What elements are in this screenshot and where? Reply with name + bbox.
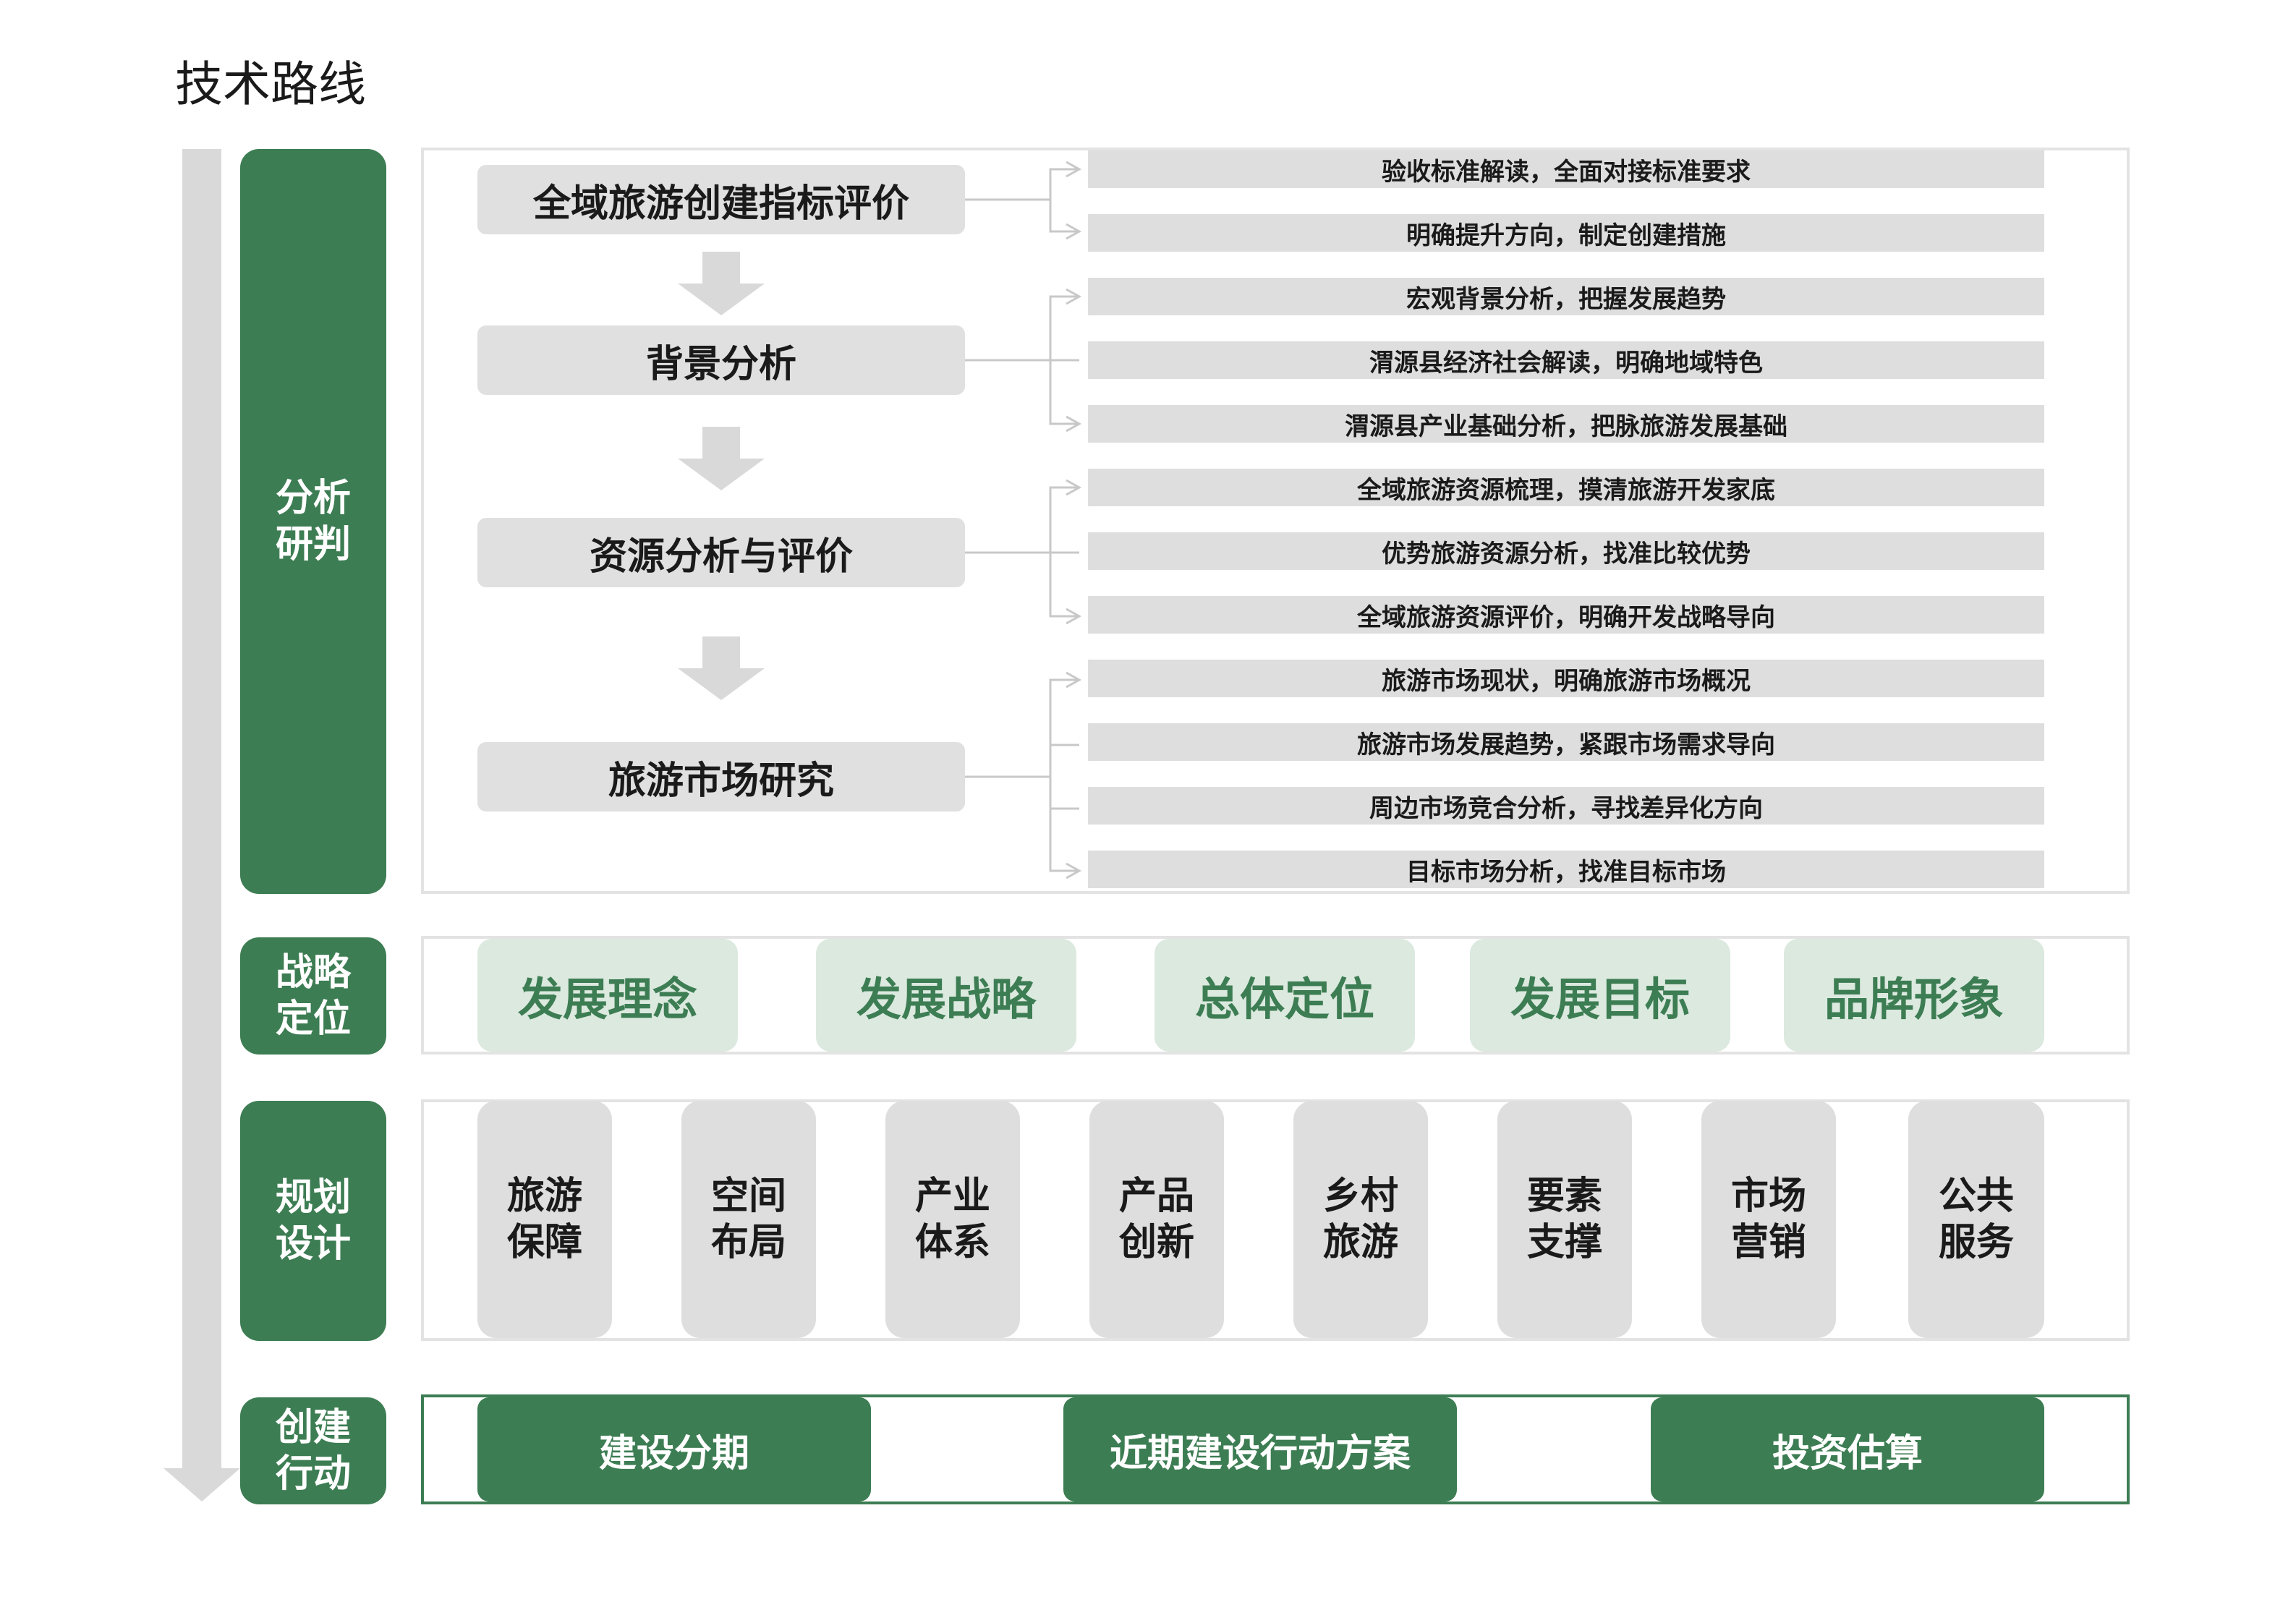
positioning-frame	[421, 936, 2130, 1055]
phase-analysis-label: 分析 研判	[275, 477, 351, 566]
positioning-item-brand: 品牌形象	[1784, 939, 2044, 1052]
down-arrow-icon	[678, 427, 765, 490]
analysis-item: 宏观背景分析，把握发展趋势	[1088, 278, 2044, 315]
planning-item: 产品 创新	[1089, 1101, 1224, 1338]
analysis-item: 目标市场分析，找准目标市场	[1088, 851, 2044, 888]
positioning-item-overall: 总体定位	[1155, 939, 1415, 1052]
action-frame	[421, 1394, 2130, 1504]
planning-item: 旅游 保障	[477, 1101, 612, 1338]
planning-item: 要素 支撑	[1497, 1101, 1632, 1338]
planning-frame	[421, 1099, 2130, 1341]
planning-item-label: 乡村 旅游	[1322, 1175, 1398, 1264]
planning-item-label: 产品 创新	[1118, 1175, 1194, 1264]
positioning-item-concept: 发展理念	[477, 939, 738, 1052]
planning-item-label: 要素 支撑	[1526, 1175, 1602, 1264]
planning-item: 乡村 旅游	[1293, 1101, 1428, 1338]
positioning-item-goal: 发展目标	[1470, 939, 1730, 1052]
analysis-item: 渭源县经济社会解读，明确地域特色	[1088, 341, 2044, 379]
analysis-item: 验收标准解读，全面对接标准要求	[1088, 150, 2044, 188]
analysis-item: 全域旅游资源评价，明确开发战略导向	[1088, 596, 2044, 634]
action-item-phasing: 建设分期	[477, 1397, 871, 1501]
analysis-item: 旅游市场现状，明确旅游市场概况	[1088, 660, 2044, 697]
analysis-item: 周边市场竞合分析，寻找差异化方向	[1088, 787, 2044, 825]
phase-positioning-label: 战略 定位	[275, 951, 351, 1041]
action-item-investment: 投资估算	[1651, 1397, 2044, 1501]
page-title: 技术路线	[175, 56, 366, 112]
phase-planning: 规划 设计	[240, 1101, 386, 1341]
phase-action-label: 创建 行动	[275, 1406, 351, 1496]
phase-action: 创建 行动	[240, 1397, 386, 1504]
step-background-analysis: 背景分析	[477, 325, 965, 395]
phase-positioning: 战略 定位	[240, 937, 386, 1055]
planning-item: 空间 布局	[681, 1101, 816, 1338]
flow-arrow-shaft	[182, 149, 221, 1473]
planning-item: 市场 营销	[1701, 1101, 1836, 1338]
phase-planning-label: 规划 设计	[275, 1176, 351, 1266]
down-arrow-icon	[678, 252, 765, 315]
analysis-item: 旅游市场发展趋势，紧跟市场需求导向	[1088, 723, 2044, 761]
planning-item-label: 公共 服务	[1938, 1175, 2014, 1264]
planning-item: 产业 体系	[885, 1101, 1020, 1338]
analysis-item: 明确提升方向，制定创建措施	[1088, 214, 2044, 252]
step-resource-analysis: 资源分析与评价	[477, 518, 965, 587]
planning-item-label: 旅游 保障	[506, 1175, 582, 1264]
step-indicator-evaluation: 全域旅游创建指标评价	[477, 165, 965, 234]
analysis-item: 优势旅游资源分析，找准比较优势	[1088, 532, 2044, 570]
phase-analysis: 分析 研判	[240, 149, 386, 894]
step-market-research: 旅游市场研究	[477, 742, 965, 812]
analysis-frame	[421, 148, 2130, 894]
planning-item-label: 空间 布局	[710, 1175, 786, 1264]
positioning-item-strategy: 发展战略	[816, 939, 1076, 1052]
planning-item-label: 产业 体系	[914, 1175, 990, 1264]
analysis-item: 全域旅游资源梳理，摸清旅游开发家底	[1088, 469, 2044, 506]
planning-item-label: 市场 营销	[1730, 1175, 1806, 1264]
planning-item: 公共 服务	[1908, 1101, 2044, 1338]
flow-arrow-head	[163, 1468, 240, 1501]
action-item-near-term-plan: 近期建设行动方案	[1063, 1397, 1457, 1501]
analysis-item: 渭源县产业基础分析，把脉旅游发展基础	[1088, 405, 2044, 443]
down-arrow-icon	[678, 636, 765, 700]
